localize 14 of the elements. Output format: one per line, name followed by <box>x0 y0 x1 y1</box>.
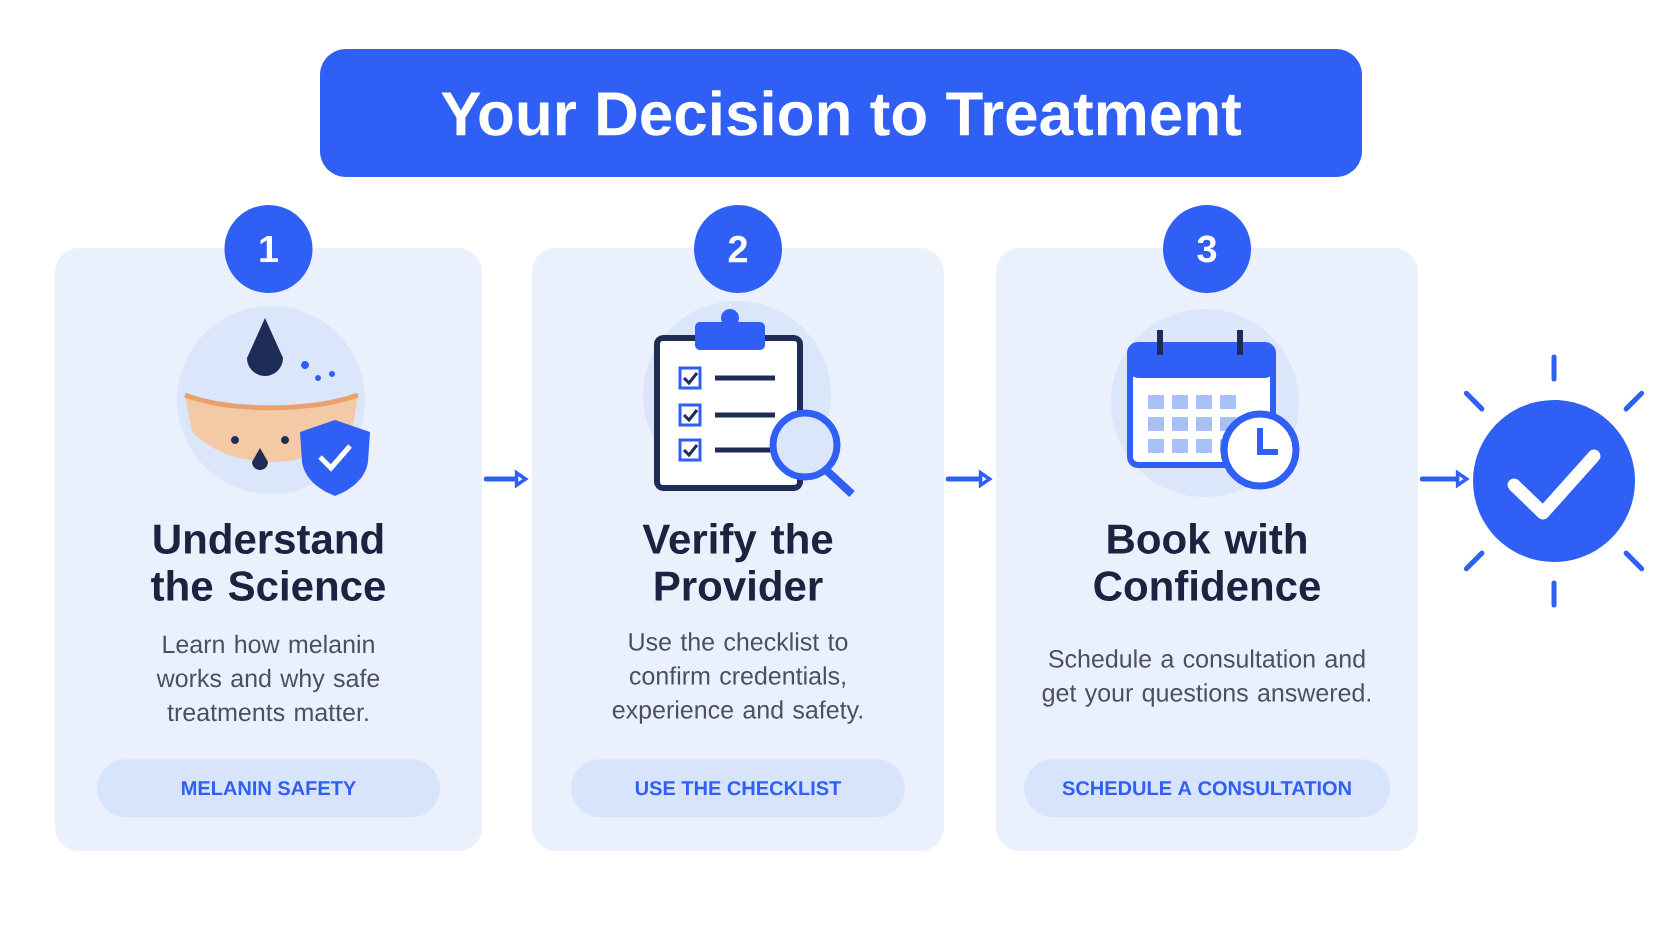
check-circle <box>1473 400 1635 562</box>
link-button: USE THE CHECKLIST <box>571 759 905 818</box>
link-button: SCHEDULE A CONSULTATION <box>1024 759 1390 818</box>
link-button: MELANIN SAFETY <box>97 759 440 818</box>
step-number: 2 <box>694 205 782 293</box>
card-heading: Understand the Science <box>151 523 385 601</box>
step-number: 3 <box>1163 205 1251 293</box>
card-description: Learn how melanin works and why safe treatments matter. <box>156 634 380 722</box>
card-description: Use the checklist to confirm credentials, experience and safety. <box>612 632 862 724</box>
step-number: 1 <box>224 205 313 293</box>
card-description: Schedule a consultation and get your questions answered. <box>1042 649 1370 707</box>
title-banner: Your Decision to Treatment <box>320 49 1362 177</box>
card-heading: Book with Confidence <box>1094 523 1320 601</box>
card-heading: Verify the Provider <box>642 523 833 601</box>
